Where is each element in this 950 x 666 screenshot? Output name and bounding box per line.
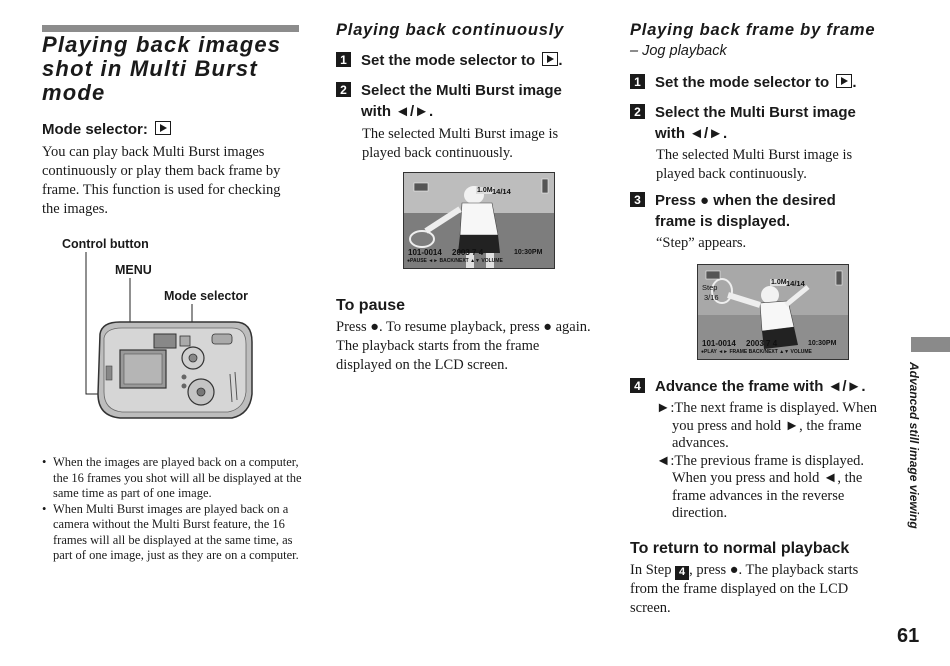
step-number: 2: [630, 104, 645, 119]
note-item: When the images are played back on a com…: [42, 455, 302, 502]
page-number: 61: [897, 625, 920, 647]
mode-selector-callout: Mode selector: [164, 289, 249, 303]
lcd-counter: 14/14: [492, 187, 511, 196]
notes-list: When the images are played back on a com…: [42, 455, 302, 564]
lcd-file: 101-0014: [702, 339, 736, 348]
return-title: To return to normal playback: [630, 540, 850, 557]
frame-title: Playing back frame by frame: [630, 21, 876, 39]
lcd-preview-jog: Step 3/16 1.0M 14/14 101-0014 2003 7 4 1…: [697, 264, 849, 360]
lcd-size: 1.0M: [770, 279, 788, 286]
mode-selector-label: Mode selector:: [42, 121, 148, 138]
advance-item: ◄:The previous frame is displayed. When …: [656, 452, 865, 522]
lcd-frame: 3/16: [704, 293, 719, 302]
frame-step-1: 1 Set the mode selector to .: [630, 72, 888, 93]
camera-illustration: Control button MENU Mode selector: [60, 234, 275, 424]
step-number: 2: [336, 82, 351, 97]
title-bar: [42, 25, 299, 32]
step-desc: The selected Multi Burst image is played…: [362, 126, 559, 161]
lcd-date: 2003 7 4: [746, 339, 778, 348]
section-tab-marker: [911, 337, 950, 352]
return-text: In Step 4, press ●. The playback starts …: [630, 562, 859, 616]
lcd-preview-continuous: 1.0M 14/14 101-0014 2003 7 4 10:30PM ●PA…: [403, 172, 555, 269]
frame-subtitle: – Jog playback: [630, 43, 727, 59]
advance-item: ►:The next frame is displayed. When you …: [656, 400, 878, 451]
frame-step-4: 4 Advance the frame with ◄/►.: [630, 376, 888, 397]
playback-mode-icon: [836, 74, 853, 88]
step-text: Select the Multi Burst image with ◄/►.: [361, 82, 562, 120]
pause-text: Press ●. To resume playback, press ● aga…: [336, 319, 591, 373]
step-number: 1: [336, 52, 351, 67]
step-desc: “Step” appears.: [656, 235, 747, 251]
step-number: 3: [630, 192, 645, 207]
lcd-guide: ●PLAY ◄► FRAME BACK/NEXT ▲▼ VOLUME: [701, 349, 812, 355]
step-number: 1: [630, 74, 645, 89]
step-text: Select the Multi Burst image with ◄/►.: [655, 104, 856, 142]
step-desc: The selected Multi Burst image is played…: [656, 147, 853, 182]
note-item: When Multi Burst images are played back …: [42, 502, 302, 564]
step-number-inline: 4: [675, 565, 690, 580]
camera-drawing: [85, 252, 253, 419]
playback-mode-icon: [542, 52, 559, 66]
playback-mode-icon: [155, 121, 172, 135]
continuous-step-2: 2 Select the Multi Burst image with ◄/►.: [336, 80, 592, 122]
lcd-time: 10:30PM: [808, 340, 837, 347]
mode-selector-heading: Mode selector:: [42, 121, 172, 138]
step-text: Advance the frame with ◄/►.: [655, 378, 866, 395]
section-tab-label: Advanced still image viewing: [907, 362, 921, 529]
tennis-serve-image: [698, 265, 848, 359]
lcd-size: 1.0M: [476, 187, 494, 194]
step-text: Press ● when the desired frame is displa…: [655, 192, 836, 230]
continuous-step-1: 1 Set the mode selector to .: [336, 50, 592, 71]
page-title: Playing back images shot in Multi Burst …: [42, 32, 282, 105]
control-button-callout: Control button: [62, 237, 149, 251]
intro-text: You can play back Multi Burst images con…: [42, 144, 281, 217]
advance-list: ►:The next frame is displayed. When you …: [656, 400, 888, 523]
continuous-title: Playing back continuously: [336, 21, 565, 39]
menu-callout: MENU: [115, 263, 152, 277]
frame-step-3: 3 Press ● when the desired frame is disp…: [630, 190, 870, 232]
step-number: 4: [630, 378, 645, 393]
step-text: Set the mode selector to: [655, 74, 830, 91]
lcd-file: 101-0014: [408, 248, 442, 257]
lcd-counter: 14/14: [786, 279, 805, 288]
lcd-date: 2003 7 4: [452, 248, 484, 257]
lcd-step: Step: [702, 283, 718, 292]
frame-step-2: 2 Select the Multi Burst image with ◄/►.: [630, 102, 870, 144]
pause-title: To pause: [336, 297, 406, 314]
lcd-time: 10:30PM: [514, 249, 543, 256]
lcd-guide: ●PAUSE ◄► BACK/NEXT ▲▼ VOLUME: [407, 258, 503, 264]
step-text: Set the mode selector to: [361, 52, 536, 69]
